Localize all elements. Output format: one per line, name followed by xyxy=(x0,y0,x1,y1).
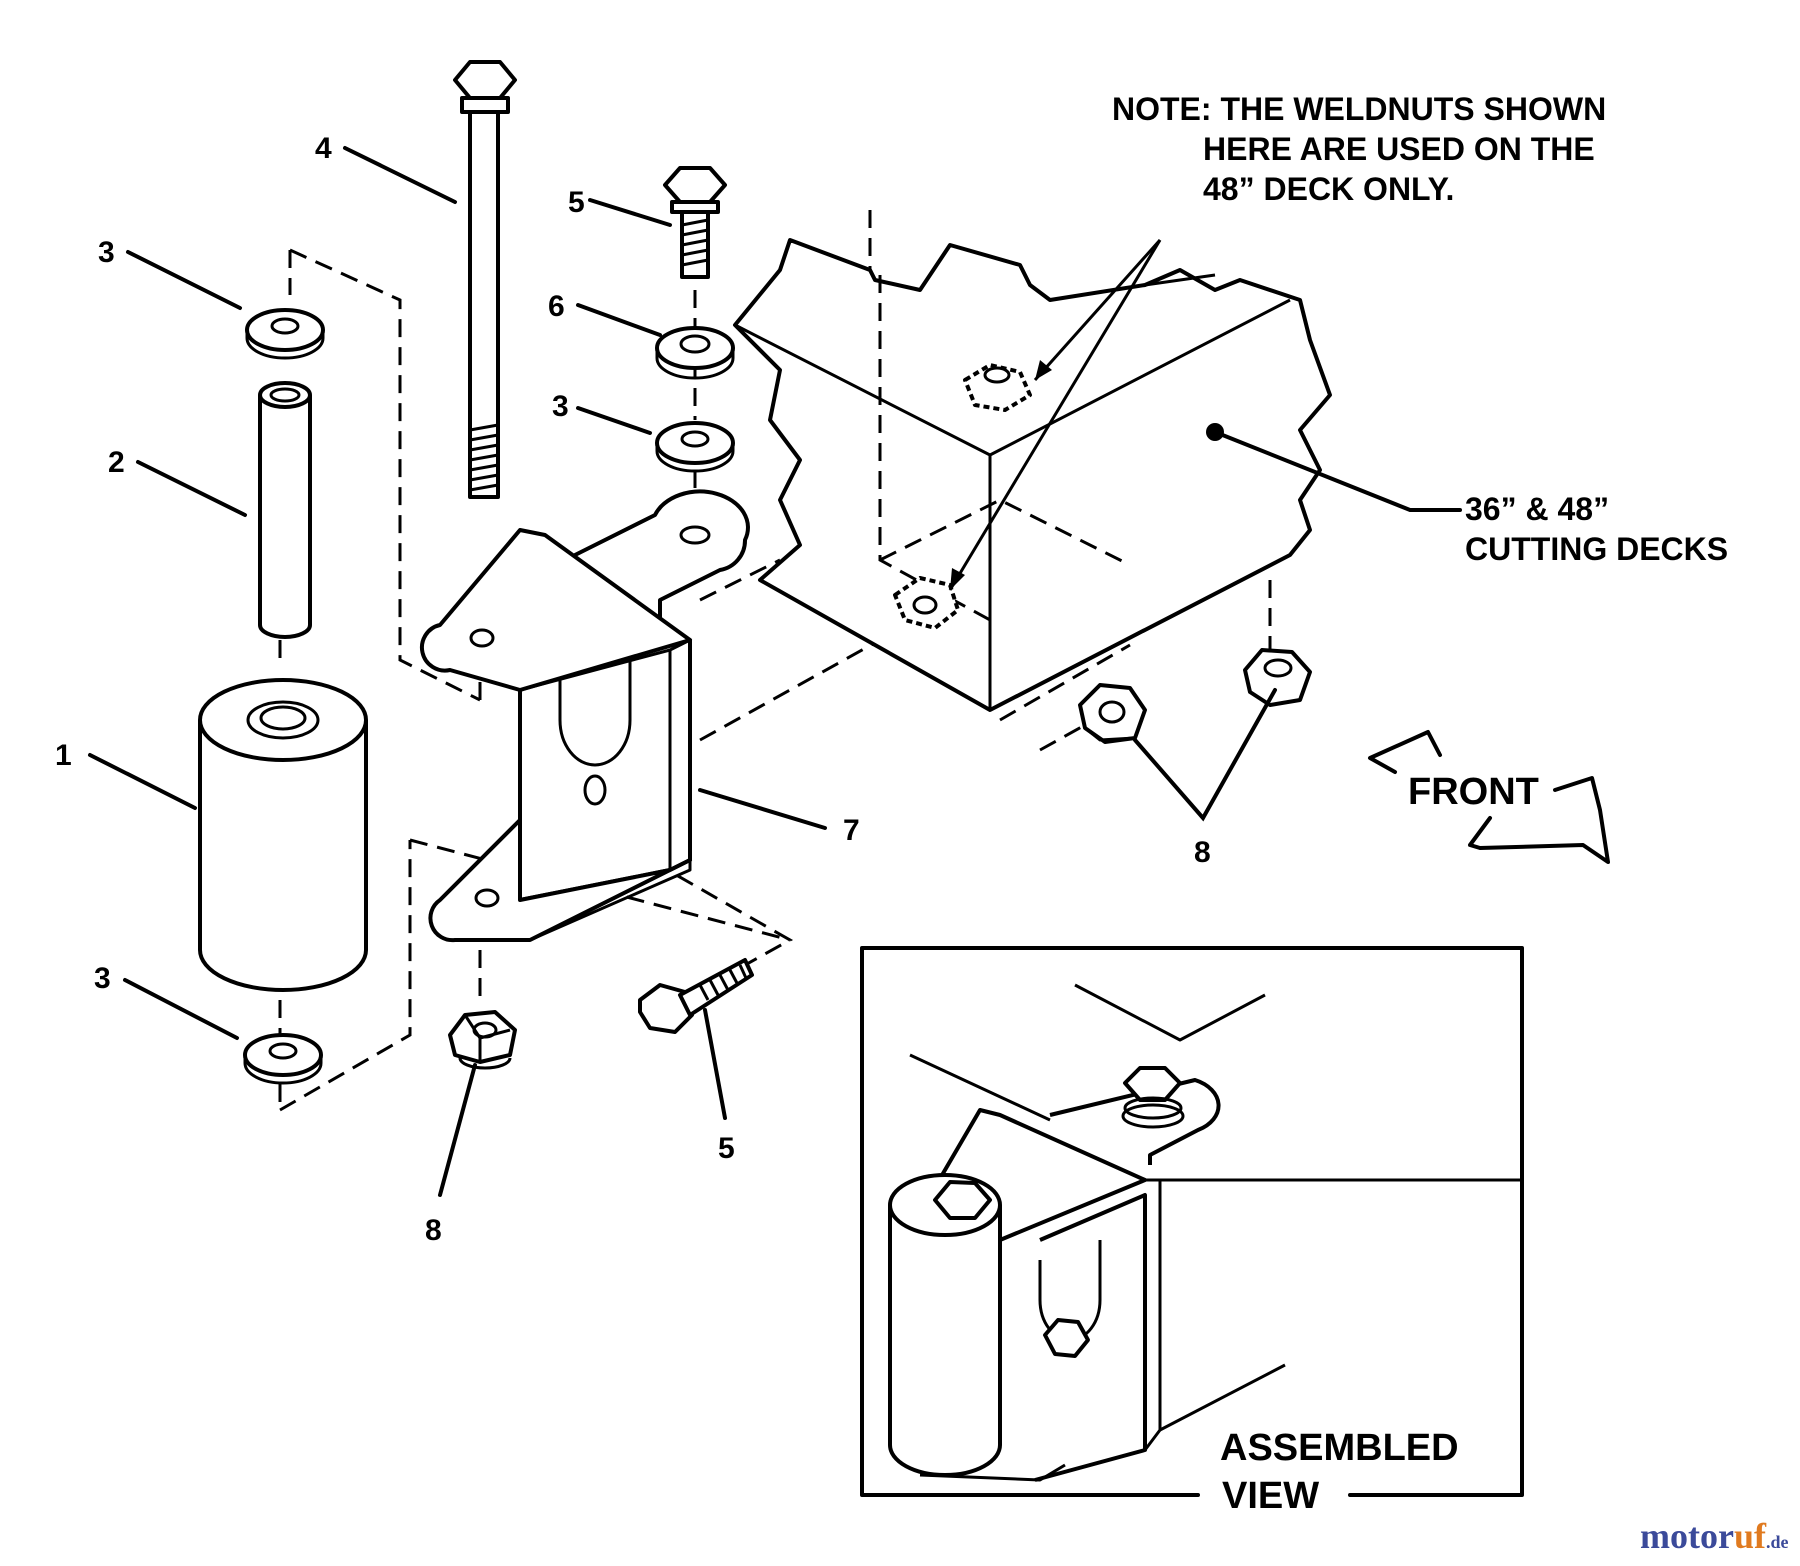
front-arrow: FRONT xyxy=(1368,730,1610,864)
deck-label-line-1: 36” & 48” xyxy=(1465,491,1609,527)
part-7-bracket xyxy=(419,489,750,943)
part-3-washer-bottom xyxy=(243,1033,323,1085)
leader-lines xyxy=(88,146,1277,1197)
callout-3-bottom: 3 xyxy=(94,962,111,995)
callout-6: 6 xyxy=(548,290,565,323)
watermark-logo: motoruf.de xyxy=(1640,1516,1788,1556)
callout-2: 2 xyxy=(108,446,125,479)
callout-4: 4 xyxy=(315,132,332,165)
callout-numbers: 3 2 1 4 3 5 6 3 7 8 5 8 xyxy=(55,132,1211,1247)
weldnut-note: NOTE: THE WELDNUTS SHOWN HERE ARE USED O… xyxy=(1112,91,1606,207)
part-8-nut-left xyxy=(448,1010,517,1070)
part-8-nut-right-a xyxy=(1078,683,1147,744)
callout-5-bottom: 5 xyxy=(718,1132,735,1165)
note-arrows xyxy=(948,239,1162,591)
front-label: FRONT xyxy=(1408,771,1539,813)
callout-3-top: 3 xyxy=(98,236,115,269)
note-line-1: NOTE: THE WELDNUTS SHOWN xyxy=(1112,91,1606,127)
part-3-washer-top xyxy=(245,308,325,360)
watermark-part-2: uf xyxy=(1734,1516,1767,1556)
callout-1: 1 xyxy=(55,739,72,772)
deck-label-line-2: CUTTING DECKS xyxy=(1465,531,1728,567)
part-5-bolt-bottom xyxy=(638,958,754,1034)
assembled-label-line-1: ASSEMBLED xyxy=(1220,1427,1459,1469)
callout-3-mid: 3 xyxy=(552,390,569,423)
watermark-suffix: .de xyxy=(1766,1532,1789,1552)
cutting-deck xyxy=(733,238,1462,712)
note-line-2: HERE ARE USED ON THE xyxy=(1203,131,1595,167)
part-8-nut-right-b xyxy=(1243,648,1312,707)
part-1-roller xyxy=(198,678,368,992)
part-6-lock-washer xyxy=(655,326,735,380)
weldnut-lower xyxy=(893,576,960,630)
note-line-3: 48” DECK ONLY. xyxy=(1203,171,1454,207)
watermark-part-1: motor xyxy=(1640,1516,1734,1556)
part-3-washer-mid xyxy=(655,421,735,473)
callout-7: 7 xyxy=(843,814,860,847)
part-5-bolt-top xyxy=(663,166,727,279)
part-4-long-bolt xyxy=(453,60,517,499)
deck-label: 36” & 48” CUTTING DECKS xyxy=(1465,491,1728,567)
assembled-label-line-2: VIEW xyxy=(1222,1475,1319,1517)
callout-8-right: 8 xyxy=(1194,836,1211,869)
callout-5-top: 5 xyxy=(568,186,585,219)
callout-8-left: 8 xyxy=(425,1214,442,1247)
assembled-view-inset: ASSEMBLED VIEW xyxy=(860,946,1524,1517)
part-2-sleeve xyxy=(258,381,312,639)
weldnut-upper xyxy=(963,363,1032,412)
watermark-logo-text: motoruf.de xyxy=(1640,1516,1788,1556)
